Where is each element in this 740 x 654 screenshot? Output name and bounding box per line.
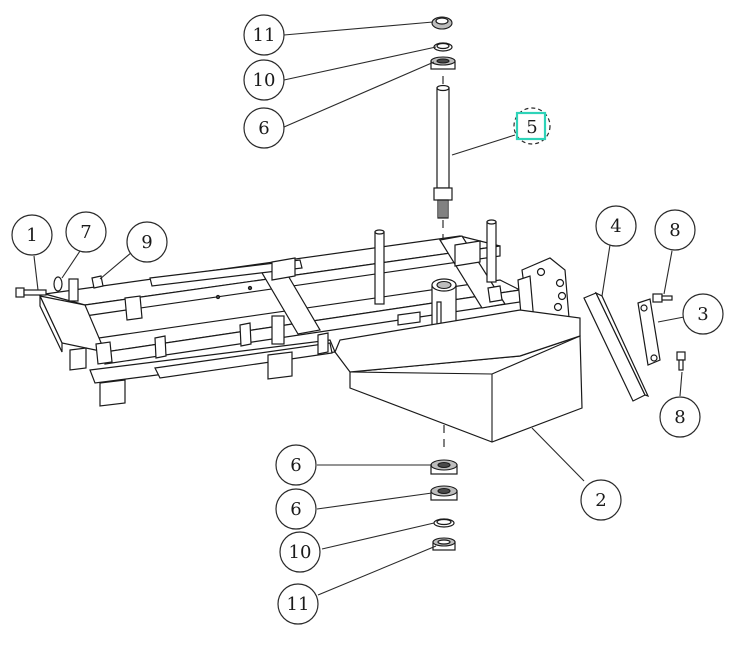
balloon-8-bottom: 8	[659, 396, 701, 438]
svg-text:10: 10	[289, 542, 312, 563]
bolt-8-bottom	[676, 351, 686, 371]
svg-text:6: 6	[290, 455, 301, 476]
balloon-5-highlighted: 5	[513, 107, 551, 145]
svg-text:10: 10	[253, 70, 276, 91]
svg-text:6: 6	[258, 118, 269, 139]
svg-text:4: 4	[610, 216, 621, 237]
leader-lines	[33, 21, 685, 596]
balloon-3: 3	[682, 293, 724, 335]
bracket-3	[637, 298, 661, 366]
gearbox-housing	[334, 309, 583, 452]
svg-text:1: 1	[26, 225, 37, 246]
balloon-7: 7	[65, 211, 107, 253]
balloon-10-bottom: 10	[279, 531, 321, 573]
svg-text:9: 9	[141, 232, 152, 253]
balloon-1: 1	[11, 214, 53, 256]
bottom-bearing-stack	[430, 459, 458, 551]
balloon-9: 9	[126, 221, 168, 263]
balloon-2: 2	[580, 479, 622, 521]
balloon-6-top: 6	[243, 107, 285, 149]
svg-text:2: 2	[595, 490, 606, 511]
frame-assembly	[38, 219, 571, 407]
svg-text:11: 11	[287, 594, 310, 615]
balloon-11-top: 11	[243, 14, 285, 56]
svg-text:8: 8	[669, 220, 680, 241]
balloons: 11 10 6 5 1 7 9 4	[11, 14, 724, 625]
svg-text:5: 5	[526, 117, 537, 138]
svg-text:3: 3	[697, 304, 708, 325]
balloon-4: 4	[595, 205, 637, 247]
bolt-8-top	[652, 293, 673, 303]
balloon-10-top: 10	[243, 59, 285, 101]
left-hardware	[15, 275, 104, 302]
plate-4	[583, 291, 650, 402]
svg-text:11: 11	[253, 25, 276, 46]
balloon-6-bottom-1: 6	[275, 444, 317, 486]
shaft	[433, 76, 453, 238]
svg-text:6: 6	[290, 499, 301, 520]
svg-text:7: 7	[80, 222, 91, 243]
balloon-8-top: 8	[654, 209, 696, 251]
svg-text:8: 8	[674, 407, 685, 428]
balloon-6-bottom-2: 6	[275, 488, 317, 530]
balloon-11-bottom: 11	[277, 583, 319, 625]
top-bearing-stack	[430, 16, 456, 70]
